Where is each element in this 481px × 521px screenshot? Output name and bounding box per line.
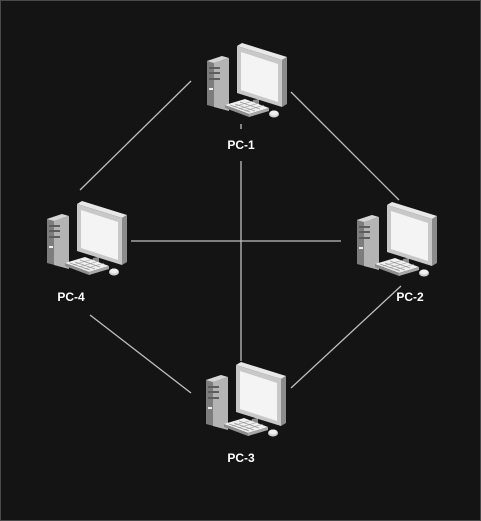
desktop-computer-icon (356, 201, 438, 277)
desktop-computer-icon (206, 42, 288, 118)
link-pc1-pc2 (290, 91, 400, 201)
link-pc3-pc4 (89, 314, 192, 394)
node-pc2[interactable]: PC-2 (356, 201, 438, 304)
desktop-computer-icon (205, 361, 287, 437)
node-label: PC-1 (227, 138, 255, 152)
link-pc2-pc3 (290, 285, 402, 389)
node-pc1[interactable]: PC-1 (206, 42, 288, 152)
node-label: PC-2 (396, 290, 424, 304)
links (79, 80, 402, 394)
node-label: PC-4 (57, 290, 85, 304)
node-pc3[interactable]: PC-3 (205, 361, 287, 465)
desktop-computer-icon (46, 200, 128, 276)
node-label: PC-3 (227, 451, 255, 465)
node-pc4[interactable]: PC-4 (46, 200, 128, 304)
link-pc4-pc1 (79, 80, 192, 191)
